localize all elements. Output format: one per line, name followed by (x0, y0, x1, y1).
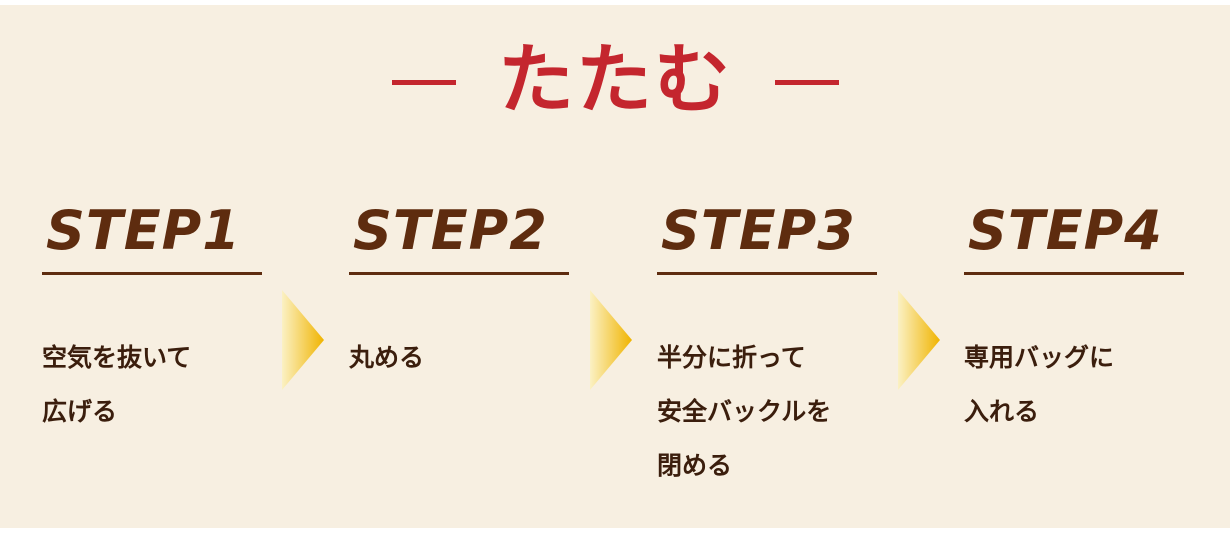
folding-instructions-panel: たたむ STEP1 空気を抜いて 広げる STEP2 丸める (0, 5, 1230, 528)
step-1-label: STEP1 (46, 199, 241, 262)
step-1-underline (42, 272, 262, 275)
step-2-label: STEP2 (353, 199, 548, 262)
step-4-line-2: 入れる (964, 397, 1040, 426)
section-title: たたむ (498, 35, 732, 124)
step-3-label: STEP3 (661, 199, 856, 262)
chevron-right-icon (590, 290, 632, 390)
step-2-line-1: 丸める (349, 343, 425, 372)
step-3-line-3: 閉める (657, 451, 733, 480)
step-2-description: 丸める (349, 331, 571, 385)
section-header: たたむ (0, 35, 1230, 125)
step-1-line-2: 広げる (42, 397, 118, 426)
step-3-underline (657, 272, 877, 275)
step-3-line-2: 安全バックルを (657, 397, 832, 426)
step-3-line-1: 半分に折って (657, 343, 806, 372)
step-4-underline (964, 272, 1184, 275)
title-dash-right (775, 80, 839, 85)
step-2: STEP2 丸める (349, 193, 571, 385)
step-4-description: 専用バッグに 入れる (964, 331, 1186, 439)
step-1-description: 空気を抜いて 広げる (42, 331, 264, 439)
step-4-line-1: 専用バッグに (964, 343, 1115, 372)
chevron-right-icon (898, 290, 940, 390)
step-4: STEP4 専用バッグに 入れる (964, 193, 1186, 439)
step-1-line-1: 空気を抜いて (42, 343, 192, 372)
step-3-description: 半分に折って 安全バックルを 閉める (657, 331, 879, 493)
title-dash-left (392, 80, 456, 85)
step-2-underline (349, 272, 569, 275)
step-4-label: STEP4 (968, 199, 1163, 262)
chevron-right-icon (282, 290, 324, 390)
step-3: STEP3 半分に折って 安全バックルを 閉める (657, 193, 879, 493)
step-1: STEP1 空気を抜いて 広げる (42, 193, 264, 439)
